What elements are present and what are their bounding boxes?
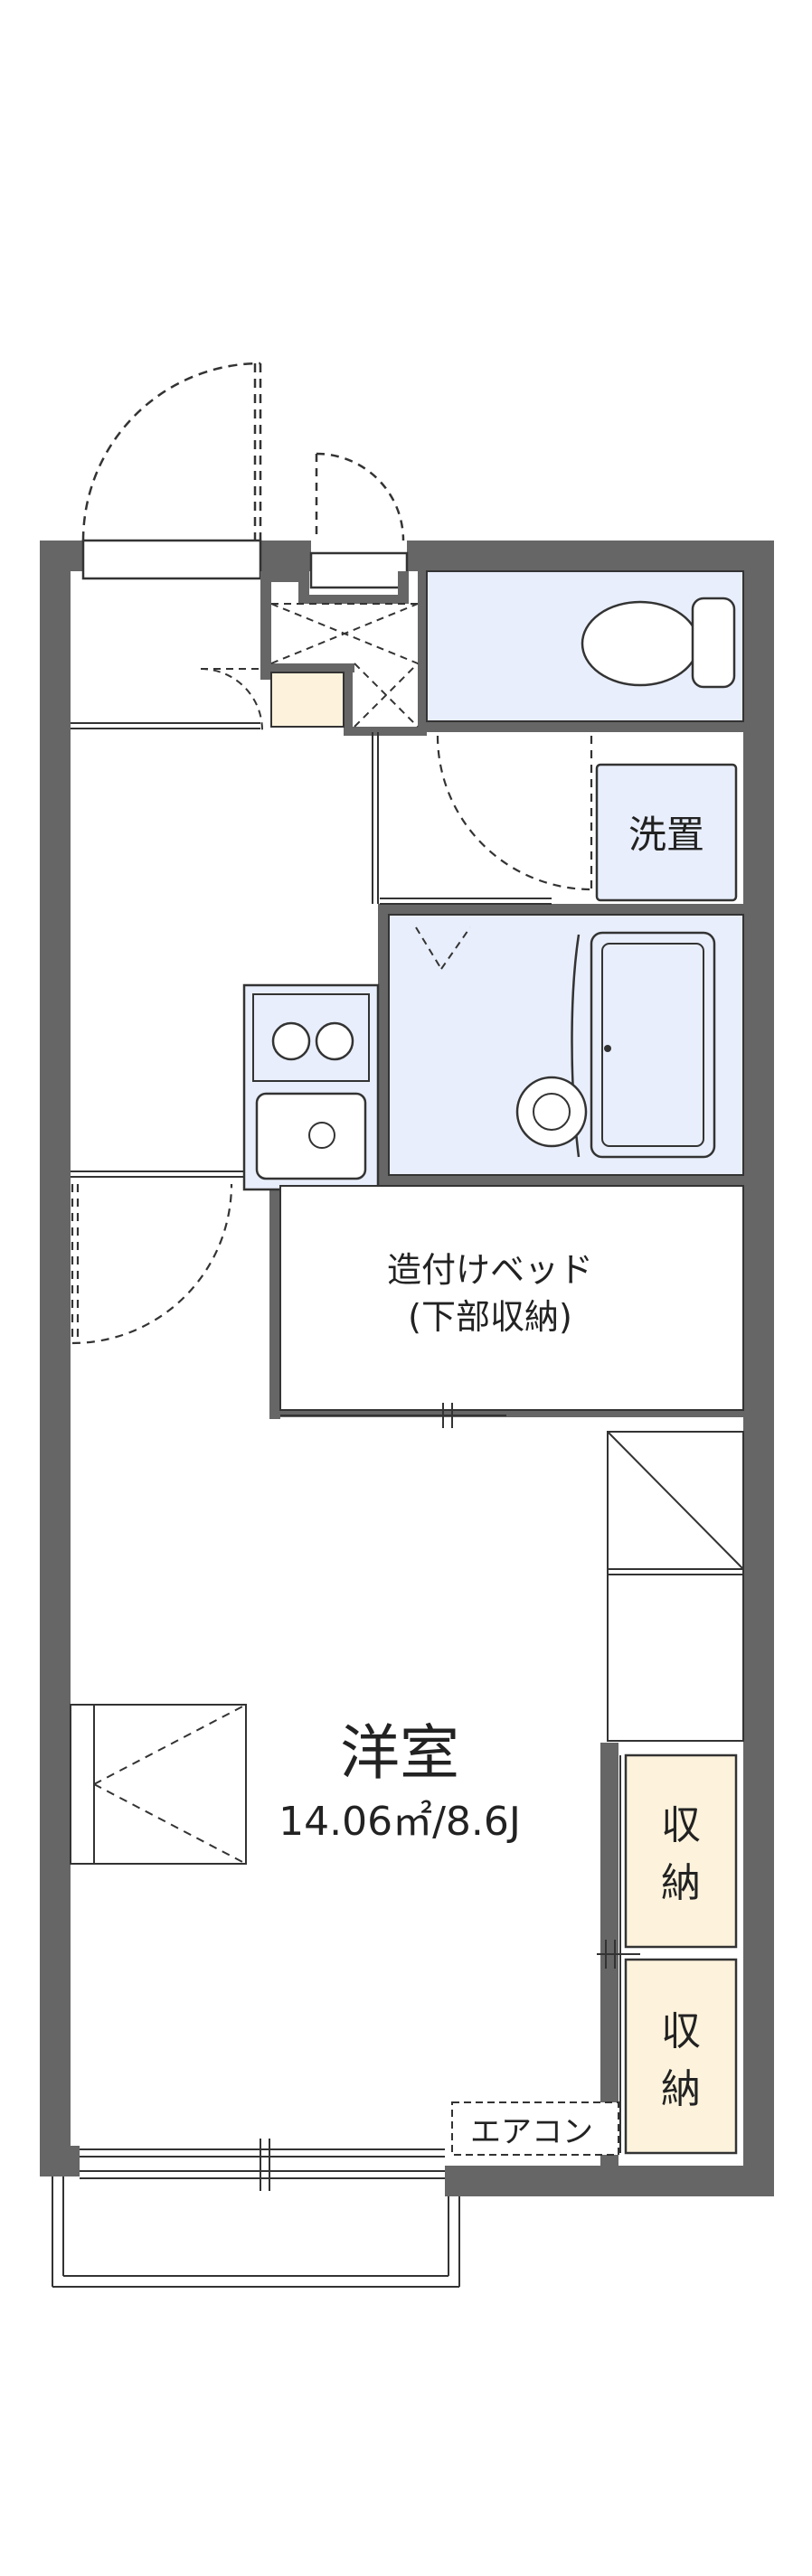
wall-top-left	[40, 541, 85, 571]
bath-tub	[590, 931, 716, 1159]
floor-lines	[71, 722, 552, 1178]
closet-1-label-line1: 収	[661, 1802, 701, 1848]
built-in-bed: 造付けベッド (下部収納)	[279, 1185, 744, 1428]
wall-right	[743, 541, 774, 2196]
wall-bottom-left	[40, 2146, 80, 2176]
bed-label-line2: (下部収納)	[408, 1297, 572, 1337]
closet-2-label-line1: 収	[661, 2008, 701, 2054]
washing-machine-label: 洗置	[628, 813, 704, 857]
shoe-cabinet	[270, 672, 345, 728]
wall-left	[40, 541, 71, 2176]
closet-2-label-line2: 納	[661, 2066, 701, 2112]
wall-top-mid	[260, 541, 311, 571]
main-room-name: 洋室	[340, 1718, 459, 1788]
room-door	[71, 1183, 233, 1345]
toilet-fixture	[581, 597, 736, 689]
closet-1-label-line2: 納	[661, 1860, 701, 1906]
stove-burner-left	[271, 1021, 311, 1061]
closet-door-tracks	[597, 1755, 640, 2153]
wall-top-right	[407, 541, 774, 571]
closet-2: 収 納	[624, 1958, 738, 2155]
outer-walls	[40, 541, 774, 2196]
toilet-door	[436, 735, 593, 891]
stairs	[607, 1431, 744, 1742]
aircon-unit: エアコン	[451, 2101, 619, 2156]
storage-door-top	[309, 452, 409, 589]
balcony	[52, 2176, 460, 2288]
entrance-door	[81, 362, 262, 580]
closet-1: 収 納	[624, 1753, 738, 1949]
main-room-area: 14.06㎡/8.6J	[279, 1799, 521, 1845]
loft-hatch	[70, 1704, 247, 1865]
entrance-opening	[81, 539, 262, 580]
balcony-window	[80, 2139, 445, 2191]
wash-basin	[515, 1076, 588, 1148]
kitchen-sink	[255, 1092, 367, 1180]
aircon-label: エアコン	[470, 2114, 593, 2150]
genkan-floor	[200, 603, 419, 731]
bathroom	[388, 914, 744, 1176]
wall-bottom-right	[445, 2166, 774, 2196]
kitchen-counter	[242, 983, 380, 1191]
toilet-room	[426, 570, 744, 722]
bed-label-line1: 造付けベッド	[387, 1250, 593, 1290]
stove-burner-right	[315, 1021, 354, 1061]
washing-machine-space: 洗置	[595, 763, 738, 902]
